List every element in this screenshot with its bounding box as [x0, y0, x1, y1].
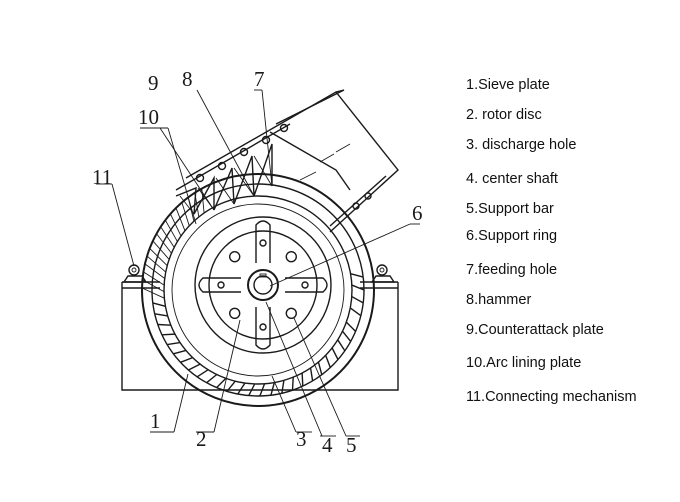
grate-bar	[337, 339, 346, 352]
sieve-plate-grate	[152, 273, 365, 397]
hammer-pin	[259, 239, 267, 247]
casing	[141, 173, 375, 407]
legend-item-6: 6.Support ring	[466, 228, 558, 244]
rotor-disc	[194, 216, 332, 354]
grate-bar	[301, 372, 304, 387]
legend-item-5: 5.Support bar	[466, 201, 554, 217]
legend-item-3: 3. discharge hole	[466, 137, 577, 153]
callout-5: 5	[346, 433, 357, 457]
grate-bar	[351, 284, 365, 291]
legend-item-9: 9.Counterattack plate	[466, 322, 604, 338]
hammer-outline	[198, 277, 241, 293]
grate-bar	[270, 382, 275, 396]
grate-bar	[345, 321, 357, 332]
grate-bar	[248, 383, 256, 396]
support-bar-hole	[229, 307, 241, 319]
lining-hatch	[170, 213, 182, 237]
counterattack-plate	[175, 123, 291, 215]
lining-hatch	[175, 207, 186, 232]
legend-item-2: 2. rotor disc	[466, 107, 542, 123]
leader-lines	[96, 89, 420, 437]
grate-bar	[180, 356, 193, 363]
support-bar-hole	[229, 251, 241, 263]
grate-bar	[324, 355, 331, 368]
grate-bar	[167, 341, 181, 346]
grate-bar	[237, 382, 246, 395]
lining-hatch	[146, 255, 167, 273]
grate-bar	[226, 380, 236, 392]
hammer	[255, 220, 271, 263]
legend-item-1: 1.Sieve plate	[466, 77, 550, 93]
lining-hatch	[152, 240, 170, 260]
legend-item-11: 11.Connecting mechanism	[466, 389, 637, 405]
grate-bar	[350, 273, 364, 278]
lining-hatch	[160, 226, 175, 248]
support-bar-hole	[285, 251, 297, 263]
callout-4: 4	[322, 433, 333, 457]
lining-hatch	[181, 202, 190, 227]
hammer	[198, 277, 241, 293]
lining-hatch	[156, 233, 172, 254]
support-bar-hole	[285, 307, 297, 319]
legend-item-10: 10.Arc lining plate	[466, 355, 582, 371]
grate-bar	[281, 380, 285, 394]
hammer-pin	[259, 323, 267, 331]
grate-bar	[196, 369, 209, 378]
grate-bar	[341, 330, 352, 342]
crusher-drawing: 1 2 3 4 5 6 7 8 9 10 11	[92, 67, 423, 457]
hammer-outline	[255, 307, 271, 350]
grate-bar	[206, 373, 218, 384]
legend-item-4: 4. center shaft	[466, 171, 558, 187]
grate-bar	[152, 302, 166, 307]
grate-bar	[351, 295, 364, 304]
hammer-outline	[255, 220, 271, 263]
grate-bar	[291, 377, 294, 391]
lining-hatch	[149, 248, 168, 266]
callout-7: 7	[254, 67, 265, 91]
lining-hatch	[141, 287, 165, 299]
grate-bar	[157, 323, 171, 326]
lining-hatch	[164, 219, 178, 242]
callout-9: 9	[148, 71, 159, 95]
callout-11: 11	[92, 165, 112, 189]
grate-bar	[188, 363, 201, 371]
grate-bar	[349, 307, 362, 317]
callout-1: 1	[150, 409, 161, 433]
hammer-pin	[217, 281, 225, 289]
grate-bar	[331, 347, 339, 360]
support-bar-holes	[229, 251, 297, 319]
callout-8: 8	[182, 67, 193, 91]
legend-item-8: 8.hammer	[466, 292, 532, 308]
callout-2: 2	[196, 427, 207, 451]
grate-bar	[161, 333, 176, 336]
grate-bar	[309, 367, 314, 381]
lining-hatch	[143, 271, 165, 286]
grate-bar	[259, 383, 266, 397]
hammers	[198, 220, 328, 350]
callout-6: 6	[412, 201, 423, 225]
callout-3: 3	[296, 427, 307, 451]
feeding-hole-chute	[185, 89, 399, 233]
legend-item-7: 7.feeding hole	[466, 262, 558, 278]
center-shaft	[247, 269, 279, 301]
lining-hatch	[144, 263, 165, 279]
grate-bar	[317, 361, 323, 375]
hammer	[255, 307, 271, 350]
hammer-outline	[285, 277, 328, 293]
grate-bar	[154, 313, 168, 317]
callout-labels: 1 2 3 4 5 6 7 8 9 10 11	[92, 67, 423, 457]
hammer-pin	[301, 281, 309, 289]
hammer	[285, 277, 328, 293]
callout-10: 10	[138, 105, 159, 129]
grate-bar	[173, 349, 187, 355]
grate-bar	[216, 377, 227, 389]
